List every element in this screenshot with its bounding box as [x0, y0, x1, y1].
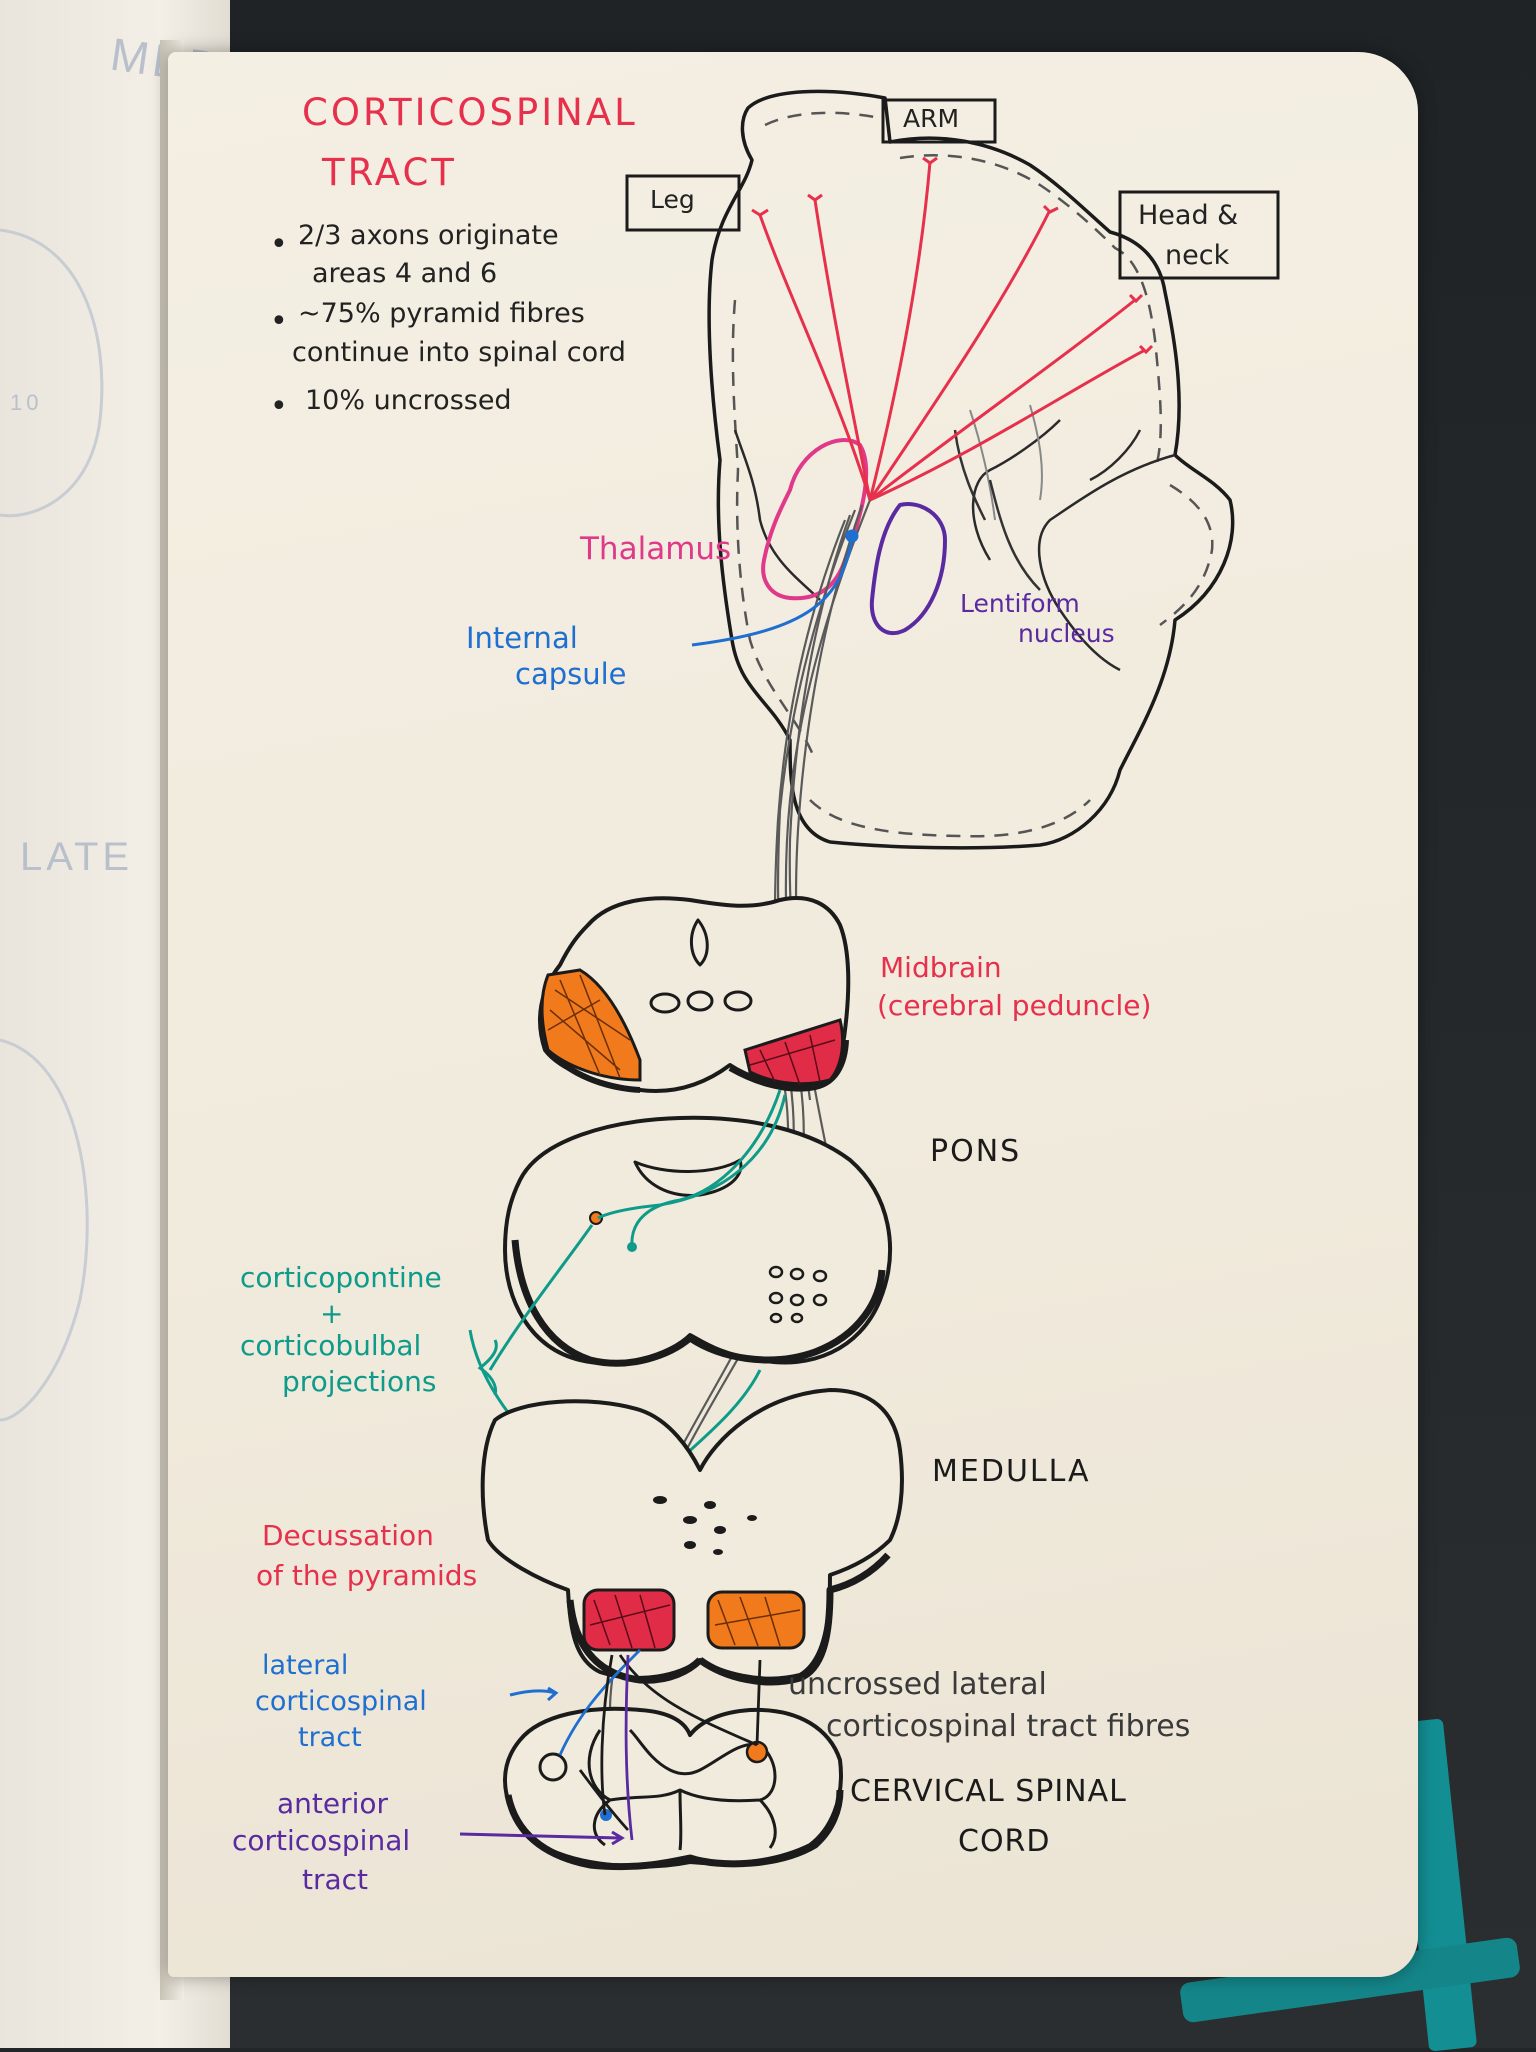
pons-label: PONS	[930, 1134, 1022, 1169]
internal-capsule-pointer	[691, 529, 859, 647]
corticopontine-label-3: corticobulbal	[240, 1329, 422, 1362]
cortical-fibres	[751, 156, 1154, 502]
internal-capsule-label-1: Internal	[466, 621, 578, 655]
brain-outline	[707, 89, 1235, 850]
uncrossed-label-2: corticospinal tract fibres	[826, 1709, 1191, 1744]
lentiform-label-2: nucleus	[1018, 619, 1115, 648]
leg-label: Leg	[650, 185, 695, 214]
lateral-tract-circle	[538, 1752, 568, 1782]
note-3-line-1: 10% uncrossed	[305, 385, 512, 416]
medullary-pyramids	[582, 1588, 806, 1652]
cerebral-peduncles	[540, 968, 845, 1086]
pons-section	[503, 1115, 892, 1367]
internal-capsule-label-2: capsule	[515, 657, 627, 691]
uncrossed-label-1: uncrossed lateral	[788, 1667, 1047, 1702]
thalamus-outline	[761, 438, 869, 601]
anterior-tract-label-2: corticospinal	[232, 1824, 411, 1857]
arm-box	[881, 98, 997, 144]
head-neck-box	[1118, 190, 1280, 280]
corticopontine-label-2: +	[320, 1297, 344, 1330]
leg-box	[625, 174, 741, 232]
head-neck-label-1: Head &	[1138, 200, 1239, 231]
brain-coronal-section	[707, 89, 1235, 850]
midbrain-label-1: Midbrain	[880, 951, 1002, 984]
note-2-line-2: continue into spinal cord	[292, 337, 626, 368]
lateral-tract-label-3: tract	[298, 1722, 362, 1753]
title-line-1: CORTICOSPINAL	[302, 91, 638, 134]
cortex-label-boxes	[625, 98, 1280, 280]
head-neck-label-2: neck	[1165, 240, 1230, 271]
arm-label: ARM	[903, 104, 960, 133]
cervical-spinal-cord	[503, 1706, 844, 1871]
cervical-label-2: CORD	[958, 1824, 1051, 1859]
midbrain-label-2: (cerebral peduncle)	[877, 989, 1152, 1022]
ghost-text-number: 10	[10, 390, 43, 415]
lentiform-label-1: Lentiform	[960, 589, 1080, 618]
lentiform-nucleus-outline	[869, 502, 948, 636]
bullet-3: •	[270, 389, 288, 424]
left-page-sketches	[0, 228, 104, 1422]
anterior-tract-label-3: tract	[302, 1863, 369, 1896]
thalamus-label: Thalamus	[580, 531, 732, 567]
medulla-label: MEDULLA	[932, 1454, 1091, 1489]
note-1-line-1: 2/3 axons originate	[298, 220, 559, 251]
corticopontine-label-1: corticopontine	[240, 1261, 442, 1294]
bullet-1: •	[270, 227, 288, 262]
note-1-line-2: areas 4 and 6	[312, 258, 498, 289]
ghost-text-lateral: LATE	[20, 835, 134, 879]
title-line-2: TRACT	[322, 151, 457, 194]
corticopontine-label-4: projections	[282, 1365, 437, 1398]
note-2-line-1: ~75% pyramid fibres	[298, 298, 585, 329]
decussation-label-2: of the pyramids	[256, 1559, 478, 1592]
anterior-tract-label-1: anterior	[277, 1787, 389, 1820]
spinal-tract-markers	[538, 1740, 769, 1821]
decussation-label-1: Decussation	[262, 1519, 434, 1552]
lateral-tract-label-1: lateral	[262, 1650, 349, 1681]
bullet-2: •	[270, 304, 288, 339]
cervical-label-1: CERVICAL SPINAL	[850, 1774, 1127, 1809]
medulla-section	[480, 1388, 904, 1686]
label-pointers	[459, 1339, 625, 1846]
decussation-fibres	[558, 1649, 762, 1841]
lateral-tract-label-2: corticospinal	[255, 1686, 427, 1717]
right-pyramid-orange	[706, 1590, 806, 1650]
